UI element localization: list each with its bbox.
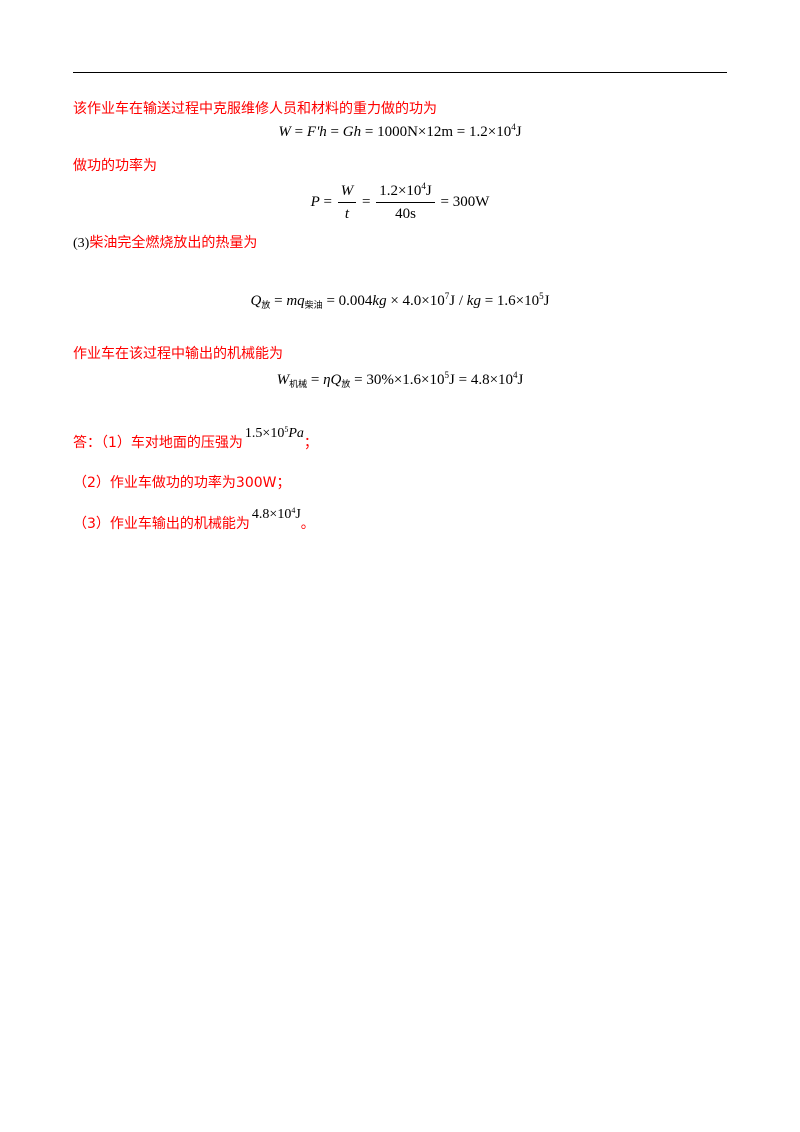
answer-2: （2）作业车做功的功率为300W； [73, 475, 291, 491]
equation-heat: Q放 = mq柴油 = 0.004kg × 4.0×107J / kg = 1.… [250, 291, 550, 310]
answer-1-value: 1.5×105Pa [244, 425, 304, 442]
answer-1: 答：（1）车对地面的压强为1.5×105Pa； [73, 425, 318, 452]
answer-3: （3）作业车输出的机械能为4.8×104J。 [73, 506, 315, 533]
text-power-intro: 做功的功率为 [73, 158, 157, 174]
text-mech-intro: 作业车在该过程中输出的机械能为 [73, 346, 283, 362]
header-rule [73, 72, 727, 73]
answer-3-value: 4.8×104J [251, 506, 301, 523]
text-work-intro: 该作业车在输送过程中克服维修人员和材料的重力做的功为 [73, 101, 437, 117]
text-heat-intro: (3)柴油完全燃烧放出的热量为 [73, 235, 258, 251]
equation-mech: W机械 = ηQ放 = 30%×1.6×105J = 4.8×104J [276, 370, 524, 389]
equation-work: W = F'h = Gh = 1000N×12m = 1.2×104J [278, 122, 522, 141]
